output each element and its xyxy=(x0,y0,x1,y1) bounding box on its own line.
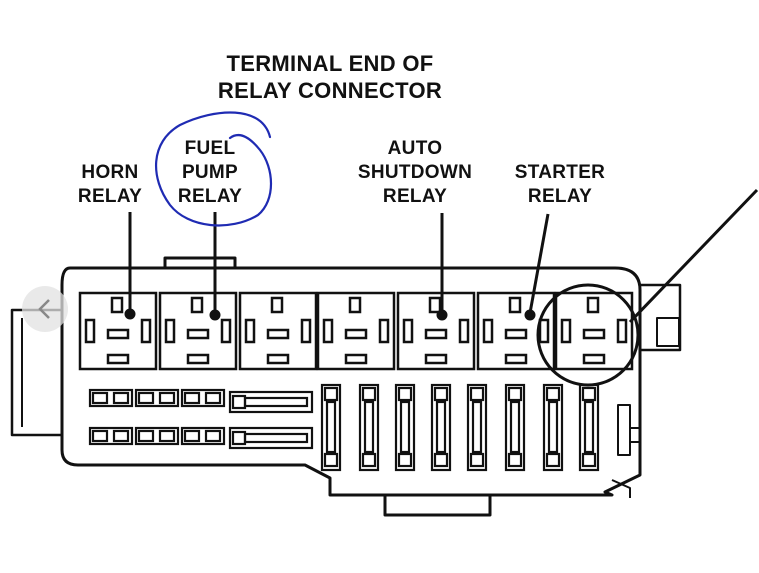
fuel-pump-relay-label-line-2: PUMP xyxy=(181,162,239,183)
mini-fuse-slot xyxy=(180,426,226,446)
vertical-fuse-slot xyxy=(542,383,564,472)
long-fuse-slot xyxy=(228,426,314,450)
fuel-pump-relay-label-line-3: RELAY xyxy=(177,186,243,207)
relay-cavity xyxy=(78,291,158,371)
highlight-circle xyxy=(536,283,640,387)
starter-relay-label-line-1: STARTER xyxy=(514,162,606,183)
previous-image-button[interactable] xyxy=(22,286,68,332)
auto-shutdown-relay-label-line-3: RELAY xyxy=(382,186,448,207)
vertical-fuse-slot xyxy=(504,383,526,472)
mini-fuse-slot xyxy=(134,388,180,408)
vertical-fuse-slot xyxy=(430,383,452,472)
relay-cavity xyxy=(158,291,238,371)
asd-pointer-dot xyxy=(436,309,448,321)
right-tab xyxy=(640,283,682,352)
handdrawn-annotation-circle xyxy=(154,111,272,227)
auto-shutdown-relay-label: AUTO SHUTDOWN RELAY xyxy=(345,137,485,209)
horn-pointer-dot xyxy=(124,308,136,320)
relay-cavity xyxy=(396,291,476,371)
relay-cavity xyxy=(476,291,556,371)
mini-fuse-slot xyxy=(88,426,134,446)
relay-cavity xyxy=(316,291,396,371)
horn-relay-label: HORN RELAY xyxy=(62,161,158,209)
starter-relay-label: STARTER RELAY xyxy=(500,161,620,209)
horn-relay-label-line-1: HORN xyxy=(81,162,139,183)
fuel-pump-pointer-dot xyxy=(209,309,221,321)
long-fuse-slot xyxy=(228,390,314,414)
vertical-fuse-slot xyxy=(466,383,488,472)
starter-pointer-line xyxy=(528,213,550,314)
callout-line xyxy=(628,188,759,324)
top-tab xyxy=(163,256,237,268)
title-line-2: RELAY CONNECTOR xyxy=(217,78,443,103)
title-line-1: TERMINAL END OF xyxy=(226,51,434,76)
mini-fuse-slot xyxy=(134,426,180,446)
relay-cavity xyxy=(554,291,634,371)
chevron-left-icon xyxy=(38,299,50,319)
horn-relay-label-line-2: RELAY xyxy=(77,186,143,207)
starter-pointer-dot xyxy=(524,309,536,321)
auto-shutdown-relay-label-line-2: SHUTDOWN xyxy=(357,162,473,183)
vertical-fuse-slot xyxy=(578,383,600,472)
fuel-pump-relay-label: FUEL PUMP RELAY xyxy=(162,137,258,209)
vertical-fuse-slot xyxy=(394,383,416,472)
starter-relay-label-line-2: RELAY xyxy=(527,186,593,207)
vertical-fuse-slot xyxy=(358,383,380,472)
mini-fuse-slot xyxy=(88,388,134,408)
relay-cavity xyxy=(238,291,318,371)
diagram-title: TERMINAL END OF RELAY CONNECTOR xyxy=(195,50,465,104)
mini-fuse-slot xyxy=(180,388,226,408)
fuel-pump-relay-label-line-1: FUEL xyxy=(184,138,236,159)
vertical-fuse-slot xyxy=(320,383,342,472)
auto-shutdown-relay-label-line-1: AUTO xyxy=(387,138,443,159)
connector-housing xyxy=(60,266,642,517)
